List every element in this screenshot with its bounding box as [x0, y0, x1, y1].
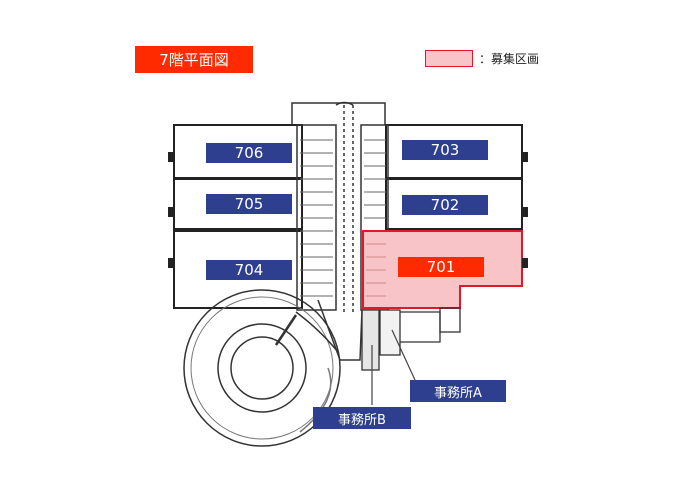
ramp-outer	[183, 289, 341, 447]
unit-704-label[interactable]: 704	[206, 260, 292, 280]
legend-label: ：募集区画	[479, 51, 540, 66]
unit-705-outline	[173, 178, 303, 230]
office-b-zone	[361, 309, 380, 371]
stair-top	[291, 102, 386, 125]
legend: ：募集区画	[425, 48, 539, 68]
service-area	[400, 311, 441, 343]
unit-706-label[interactable]: 706	[206, 143, 292, 163]
floor-title: 7階平面図	[135, 46, 253, 73]
office-b-label: 事務所B	[313, 407, 411, 429]
legend-swatch	[425, 49, 473, 67]
unit-705-label[interactable]: 705	[206, 194, 292, 214]
unit-702-outline	[385, 178, 523, 230]
unit-703-label[interactable]: 703	[402, 140, 488, 160]
unit-702-label[interactable]: 702	[402, 195, 488, 215]
core-left	[296, 124, 337, 311]
office-a-pointer	[391, 329, 416, 381]
ramp-inner	[217, 323, 307, 413]
unit-701-label[interactable]: 701	[398, 257, 484, 277]
ramp-outer-2	[190, 296, 334, 440]
office-a-zone	[379, 309, 401, 356]
office-a-label: 事務所A	[410, 380, 506, 402]
